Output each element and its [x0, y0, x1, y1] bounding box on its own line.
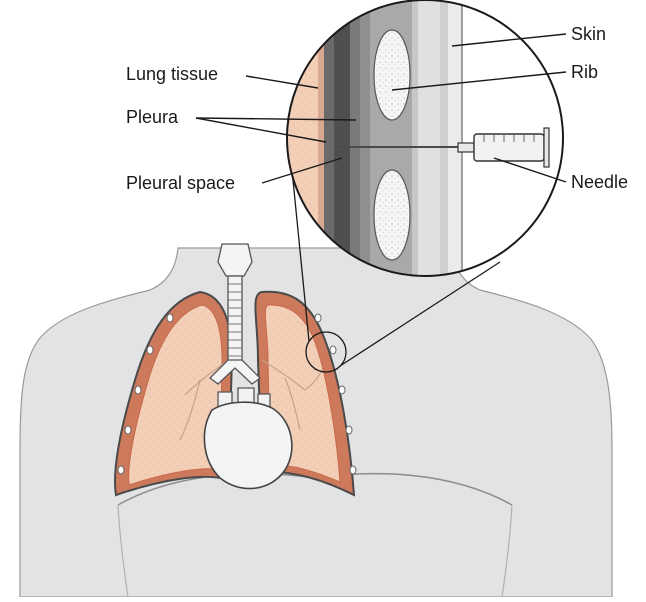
label-needle: Needle	[571, 172, 628, 192]
zoom-skin-layer	[448, 0, 462, 280]
trachea-tube	[228, 276, 242, 362]
label-lung-tissue: Lung tissue	[126, 64, 218, 84]
label-pleural-space: Pleural space	[126, 173, 235, 193]
zoom-rib-upper	[374, 30, 410, 120]
syringe-flange	[544, 128, 549, 167]
larynx	[218, 244, 252, 276]
label-skin: Skin	[571, 24, 606, 44]
zoom-pleural-space	[334, 0, 350, 280]
label-rib: Rib	[571, 62, 598, 82]
label-pleura: Pleura	[126, 107, 178, 127]
zoom-rib-lower	[374, 170, 410, 260]
heart-body	[204, 402, 291, 488]
syringe-hub	[458, 143, 474, 152]
